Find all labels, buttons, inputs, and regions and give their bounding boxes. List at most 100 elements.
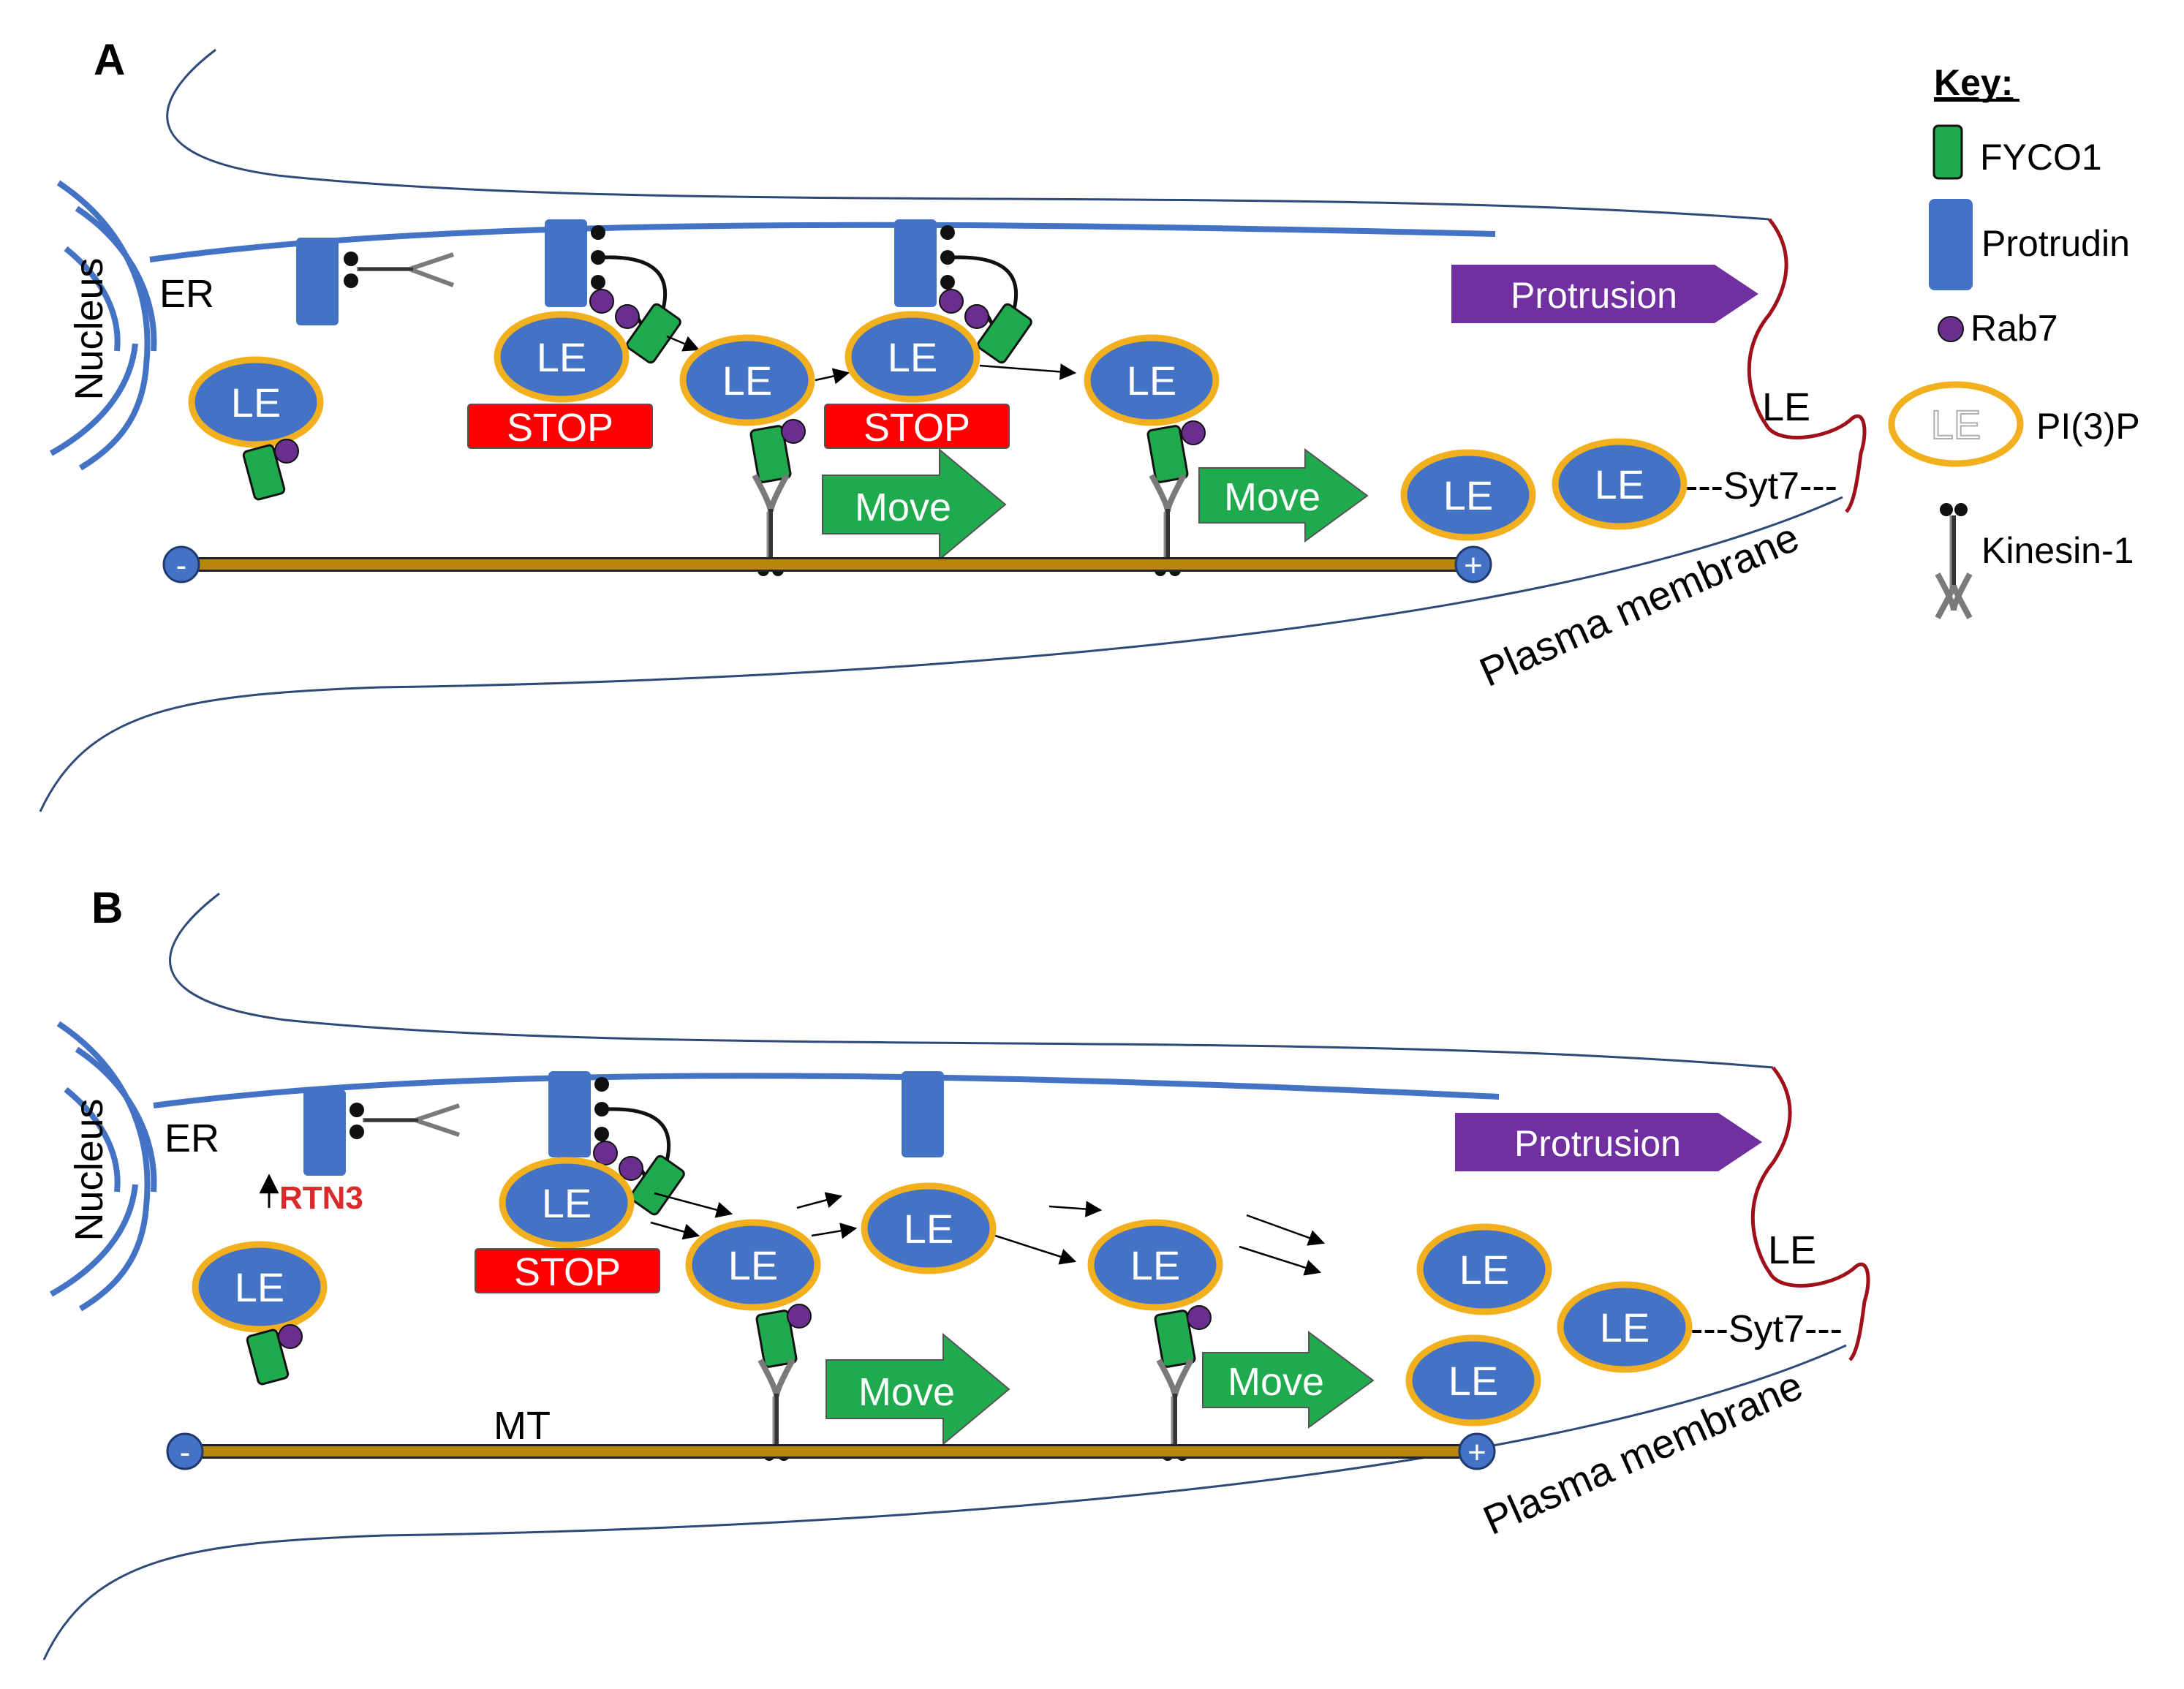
er-label: ER xyxy=(165,1116,219,1160)
protrusion-edge xyxy=(1747,218,1867,513)
rab7-icon xyxy=(939,289,964,314)
er-membrane xyxy=(153,1073,1500,1108)
protrudin-icon xyxy=(902,1071,944,1157)
svg-text:LE: LE xyxy=(1459,1247,1510,1293)
plasma-membrane-top xyxy=(169,892,1774,1069)
plus-end-icon xyxy=(1458,1432,1496,1470)
key-item-label: Kinesin-1 xyxy=(1981,530,2134,571)
rab7-icon xyxy=(589,289,614,314)
fyco1-icon xyxy=(1932,124,1963,180)
kinesin1-icon xyxy=(1935,573,1973,611)
movement-arrows xyxy=(650,1192,1326,1276)
protrudin-icon xyxy=(548,1071,591,1157)
fyco1-icon xyxy=(626,303,681,364)
svg-text:+: + xyxy=(1464,548,1483,583)
le-label: LE xyxy=(1768,1228,1816,1272)
protrusion-edge xyxy=(1750,1066,1870,1361)
panel-label: A xyxy=(94,35,125,84)
fyco1-icon xyxy=(1146,425,1189,483)
stop-box xyxy=(824,404,1010,449)
move-label: Move xyxy=(855,485,951,529)
stop-box xyxy=(467,404,653,449)
nucleus-label: Nucleus xyxy=(67,1098,111,1241)
fyco1-icon xyxy=(242,444,286,501)
svg-text:LE: LE xyxy=(537,334,587,380)
late-endosome: LE xyxy=(689,1223,817,1307)
rtn3-label: RTN3 xyxy=(279,1180,363,1216)
protrudin-icon xyxy=(545,219,587,307)
fyco1-icon xyxy=(977,303,1032,364)
panel-label: B xyxy=(91,883,123,932)
protrusion-label: Protrusion xyxy=(1511,275,1677,316)
plasma-membrane-bottom xyxy=(39,496,1843,812)
late-endosome: LE xyxy=(1420,1227,1549,1312)
protrusion-label: Protrusion xyxy=(1514,1123,1681,1164)
le-label: LE xyxy=(1762,385,1810,429)
fyco1-icon xyxy=(246,1329,290,1386)
svg-text:LE: LE xyxy=(1130,1242,1181,1288)
rab7-icon xyxy=(1938,316,1964,342)
key-legend: Key: FYCO1 Protrudin Rab7 LE PI(3)P Kine… xyxy=(1888,62,2140,619)
move-arrow-icon xyxy=(1202,1331,1375,1429)
rab7-icon xyxy=(787,1304,812,1329)
svg-text:-: - xyxy=(180,1435,191,1470)
key-title: Key: xyxy=(1934,62,2013,103)
pi3p-icon xyxy=(1888,381,2024,467)
svg-text:LE: LE xyxy=(1443,472,1494,518)
svg-text:-: - xyxy=(176,548,187,583)
late-endosome: LE xyxy=(192,360,320,445)
late-endosome: LE xyxy=(683,338,812,423)
late-endosome: LE xyxy=(1087,338,1216,423)
plus-end-icon xyxy=(1454,545,1492,583)
late-endosome: LE xyxy=(195,1244,324,1329)
nucleus-envelope xyxy=(50,1021,157,1312)
key-item-label: FYCO1 xyxy=(1980,137,2102,178)
rab7-icon xyxy=(274,439,299,464)
svg-text:LE: LE xyxy=(1448,1358,1499,1404)
svg-text:LE: LE xyxy=(1931,401,1981,447)
svg-text:LE: LE xyxy=(722,358,773,404)
late-endosome: LE xyxy=(1409,1338,1538,1423)
svg-text:LE: LE xyxy=(231,379,281,426)
rab7-icon xyxy=(781,419,806,444)
minus-end-icon xyxy=(162,545,200,583)
svg-text:LE: LE xyxy=(235,1264,285,1310)
late-endosome: LE xyxy=(1404,453,1533,537)
svg-text:LE: LE xyxy=(1127,358,1177,404)
protrudin-icon xyxy=(296,238,339,325)
stop-label: STOP xyxy=(864,406,970,450)
move-arrow-icon xyxy=(822,447,1007,562)
svg-text:LE: LE xyxy=(542,1180,592,1226)
rab7-icon xyxy=(964,304,989,329)
late-endosome: LE xyxy=(864,1186,993,1271)
late-endosome: LE xyxy=(848,314,977,399)
minus-end-icon xyxy=(166,1432,204,1470)
er-label: ER xyxy=(159,272,214,316)
protrudin-icon xyxy=(303,1089,346,1176)
svg-text:LE: LE xyxy=(1595,461,1645,507)
protrudin-motif-icon xyxy=(349,1125,364,1139)
svg-text:+: + xyxy=(1467,1435,1486,1470)
syt7-label: ---Syt7--- xyxy=(1690,1308,1843,1350)
late-endosome: LE xyxy=(1091,1223,1220,1307)
late-endosome: LE xyxy=(502,1160,631,1245)
stop-box xyxy=(475,1248,660,1293)
protrudin-motif-icon xyxy=(344,273,358,288)
plasma-membrane-label: Plasma membrane xyxy=(1473,513,1805,695)
move-label: Move xyxy=(1228,1360,1324,1404)
move-label: Move xyxy=(1224,475,1320,519)
svg-text:LE: LE xyxy=(904,1206,954,1252)
svg-text:LE: LE xyxy=(728,1242,779,1288)
protrudin-motif-icon xyxy=(349,1103,364,1117)
panel-b: B Nucleus ER RTN3 LE xyxy=(42,883,1870,1660)
nucleus-envelope xyxy=(50,180,157,471)
fyco1-icon xyxy=(630,1155,685,1216)
protrudin-icon xyxy=(1929,199,1973,290)
fyco1-icon xyxy=(755,1310,798,1368)
mt-label: MT xyxy=(494,1404,551,1448)
protrudin-icon xyxy=(894,219,937,307)
late-endosome: LE xyxy=(497,314,626,399)
protrudin-motif-icon xyxy=(344,252,358,266)
syt7-label: ---Syt7--- xyxy=(1685,465,1837,507)
